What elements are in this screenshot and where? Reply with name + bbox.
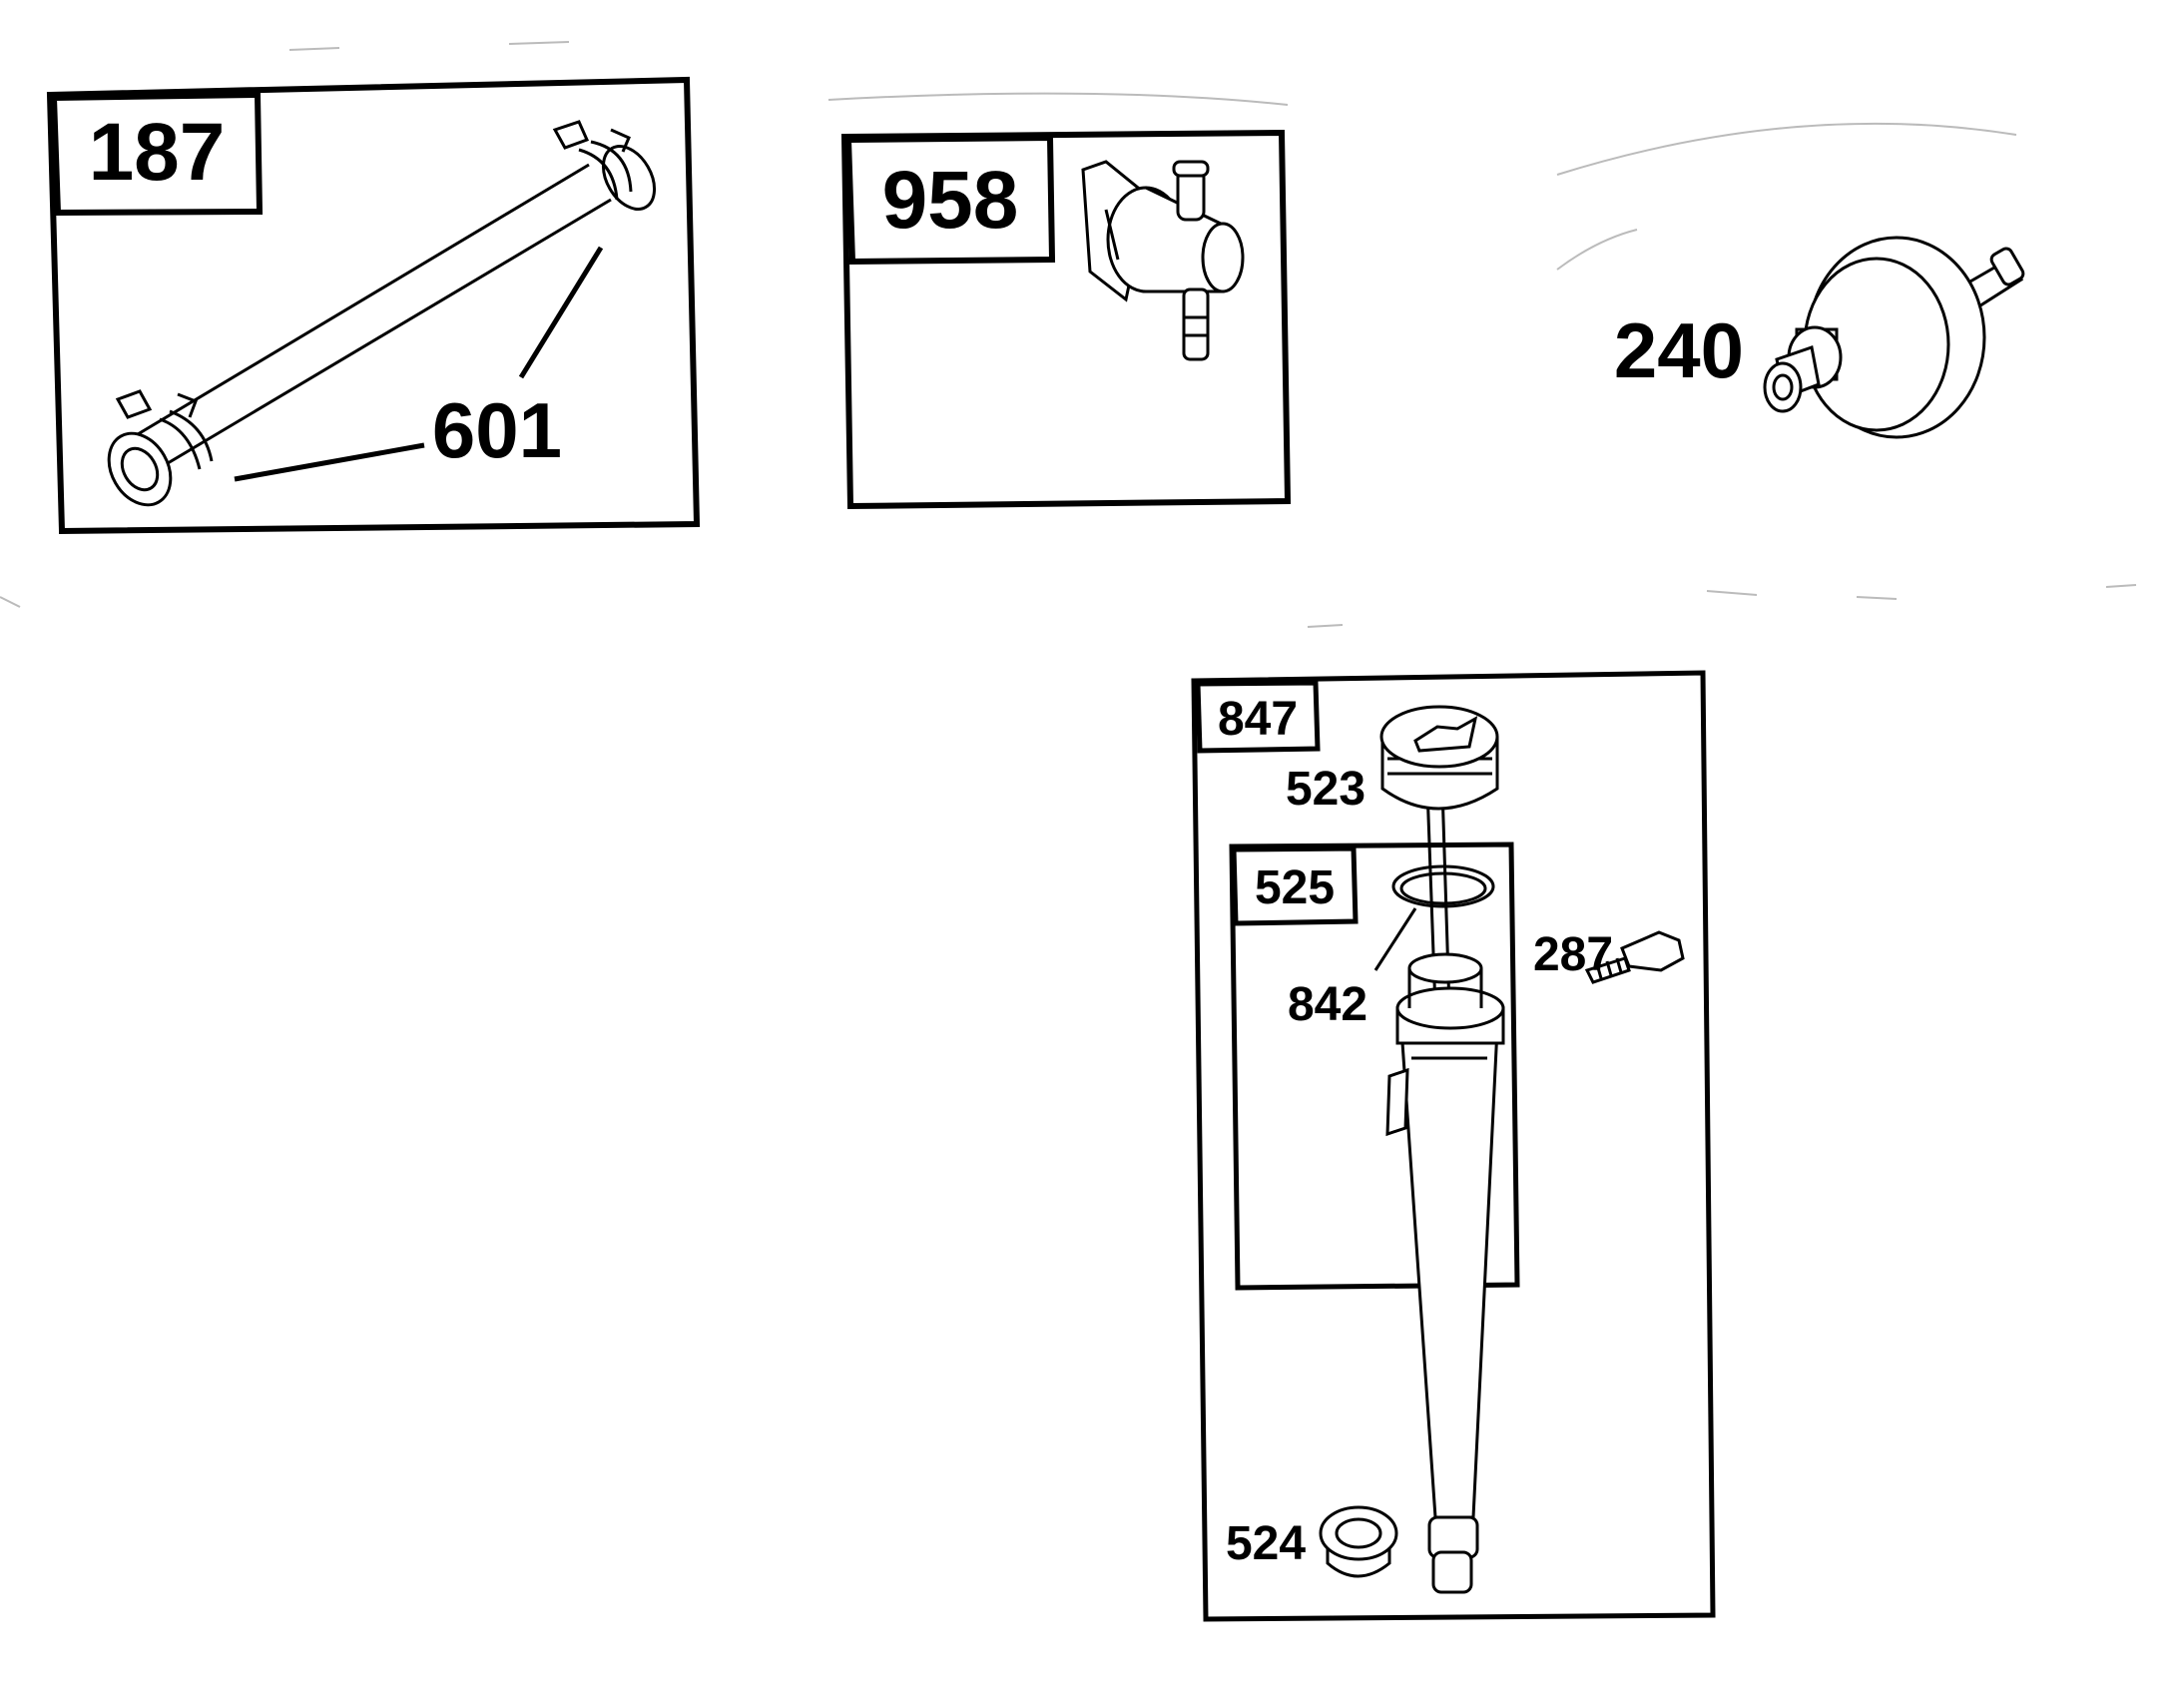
dipstick-kit-panel: 847 525 [1191,670,1716,1622]
fuel-line-kit-panel: 187 601 [46,76,701,535]
dipstick-tube-kit-frame [1229,842,1520,1291]
fuel-filter-part-number: 240 [1614,306,1744,394]
shutoff-valve-kit-frame [840,129,1292,510]
shutoff-valve-kit-number-box [844,134,1056,266]
screw-drawing [1584,930,1685,984]
fuel-filter-group: 240 [1614,236,2025,439]
scan-artifacts [0,41,2137,628]
fuel-filter-drawing [1763,236,2025,439]
dipstick-tube-kit-number: 525 [1255,861,1335,914]
dipstick-tube-kit-number-box [1231,846,1359,926]
shutoff-valve-kit-number: 958 [882,155,1019,246]
fuel-line-part-number: 601 [432,386,562,474]
shutoff-valve-kit-panel: 958 [840,129,1292,510]
o-ring-drawing [1391,864,1495,908]
grommet-part-number: 524 [1226,1517,1306,1570]
screw-part-number: 287 [1533,928,1613,981]
fuel-line-leaders [234,246,604,482]
o-ring-part-number: 842 [1288,978,1367,1031]
fuel-line-drawing [107,120,657,507]
fuel-line-kit-number: 187 [89,107,226,198]
fuel-line-kit-frame [46,76,701,535]
dipstick-kit-number: 847 [1218,693,1298,746]
grommet-drawing [1319,1505,1398,1578]
dipstick-kit-frame [1191,670,1716,1622]
shutoff-valve-drawing [1081,160,1245,361]
dipstick-kit-number-box [1195,680,1321,754]
dipstick-kit-leaders [1373,907,1417,971]
dipstick-tube-drawing [1385,952,1505,1594]
dipstick-part-number: 523 [1286,763,1365,816]
fuel-line-kit-number-box [50,91,264,217]
